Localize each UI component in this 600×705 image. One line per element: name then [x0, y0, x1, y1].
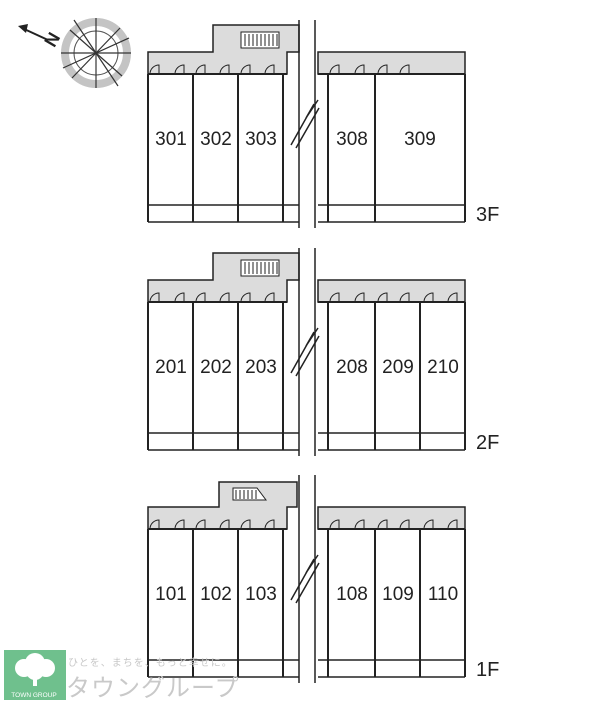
unit-label-202: 202 — [200, 357, 232, 378]
door-icon — [377, 292, 388, 303]
unit-label-110: 110 — [428, 584, 458, 605]
floor-label: 2F — [476, 432, 499, 454]
door-icon — [399, 64, 410, 75]
unit-label-109: 109 — [382, 584, 414, 605]
door-icon — [447, 519, 458, 530]
unit-label-102: 102 — [200, 584, 232, 605]
door-icon — [149, 519, 160, 530]
door-icon — [264, 519, 275, 530]
staircase-icon — [240, 31, 280, 49]
unit-label-103: 103 — [245, 584, 277, 605]
compass-north-label: N — [40, 29, 64, 50]
door-icon — [354, 64, 365, 75]
unit-label-210: 210 — [427, 357, 459, 378]
door-icon — [264, 292, 275, 303]
door-icon — [174, 64, 185, 75]
door-icon — [329, 64, 340, 75]
corridor — [317, 279, 466, 303]
door-icon — [174, 519, 185, 530]
compass: N — [18, 18, 131, 88]
door-icon — [195, 64, 206, 75]
floor-plan-2f: 201 202 203 208 209 210 2F — [147, 248, 499, 456]
logo-name: タウングループ — [66, 674, 240, 702]
logo — [4, 650, 254, 702]
door-icon — [219, 64, 230, 75]
door-icon — [399, 519, 410, 530]
break-zigzag — [290, 99, 319, 146]
break-zigzag — [295, 335, 320, 377]
door-icon — [264, 64, 275, 75]
unit-label-101: 101 — [155, 584, 187, 605]
logo-tagline: ひとを、まちを、もっと幸せに。 — [68, 658, 233, 669]
break-zigzag — [295, 562, 320, 604]
break-zigzag — [290, 554, 319, 601]
unit-label-303: 303 — [245, 129, 277, 150]
door-icon — [377, 64, 388, 75]
door-icon — [149, 64, 160, 75]
unit-label-308: 308 — [336, 129, 368, 150]
unit-label-209: 209 — [382, 357, 414, 378]
unit-label-203: 203 — [245, 357, 277, 378]
door-icon — [423, 292, 434, 303]
door-icon — [219, 519, 230, 530]
door-icon — [195, 519, 206, 530]
door-icon — [447, 292, 458, 303]
break-zigzag — [290, 327, 319, 374]
unit-label-301: 301 — [155, 129, 187, 150]
door-icon — [354, 519, 365, 530]
door-icon — [354, 292, 365, 303]
floor-label: 1F — [476, 659, 499, 681]
break-zigzag — [295, 107, 320, 149]
floor-plan-3f: 301 302 303 308 309 3F — [147, 20, 499, 228]
door-icon — [174, 292, 185, 303]
staircase-icon — [232, 487, 267, 501]
unit-label-302: 302 — [200, 129, 232, 150]
door-icon — [240, 292, 251, 303]
door-icon — [329, 292, 340, 303]
stair-landing — [147, 481, 298, 530]
staircase-icon — [240, 259, 280, 277]
unit-label-208: 208 — [336, 357, 368, 378]
floor-plan-1f: 101 102 103 108 109 110 1F — [147, 475, 499, 683]
door-icon — [399, 292, 410, 303]
unit-label-108: 108 — [336, 584, 368, 605]
door-icon — [423, 519, 434, 530]
unit-label-309: 309 — [404, 129, 436, 150]
unit-label-201: 201 — [155, 357, 187, 378]
logo-sub: TOWN GROUP — [11, 692, 57, 699]
corridor — [317, 506, 466, 530]
tree-logo-icon — [4, 650, 66, 700]
door-icon — [219, 292, 230, 303]
door-icon — [240, 519, 251, 530]
door-icon — [149, 292, 160, 303]
door-icon — [240, 64, 251, 75]
door-icon — [377, 519, 388, 530]
corridor — [317, 51, 466, 75]
compass-rose-icon — [61, 18, 131, 88]
door-icon — [329, 519, 340, 530]
door-icon — [195, 292, 206, 303]
floor-label: 3F — [476, 204, 499, 226]
